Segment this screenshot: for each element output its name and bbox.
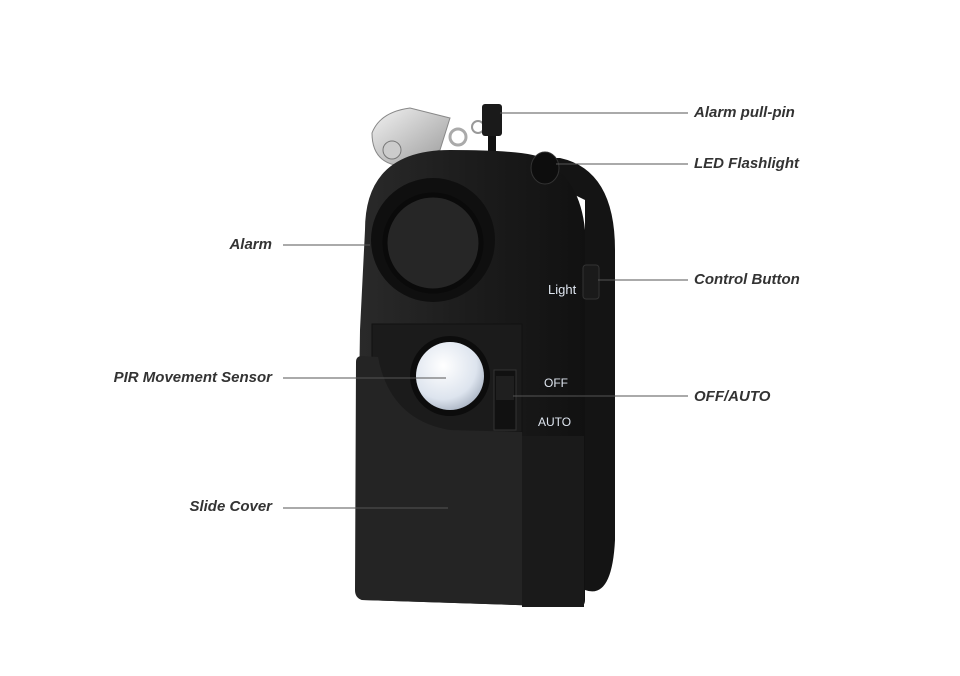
pull-pin <box>482 104 502 160</box>
off-text: OFF <box>544 376 568 390</box>
auto-text: AUTO <box>538 415 571 429</box>
label-led-flashlight: LED Flashlight <box>694 155 799 172</box>
control-button <box>582 264 600 300</box>
leader-lines <box>283 112 688 509</box>
label-off-auto: OFF/AUTO <box>694 388 771 405</box>
label-slide-cover: Slide Cover <box>189 498 272 515</box>
label-alarm: Alarm <box>229 236 272 253</box>
label-control-button: Control Button <box>694 271 800 288</box>
label-pir-sensor: PIR Movement Sensor <box>113 369 272 386</box>
keychain-flashlight <box>371 107 485 166</box>
label-alarm-pull-pin: Alarm pull-pin <box>694 104 795 121</box>
light-text: Light <box>548 282 577 297</box>
led-flashlight <box>530 151 560 185</box>
alarm-speaker <box>371 178 495 302</box>
pir-sensor <box>416 342 484 410</box>
